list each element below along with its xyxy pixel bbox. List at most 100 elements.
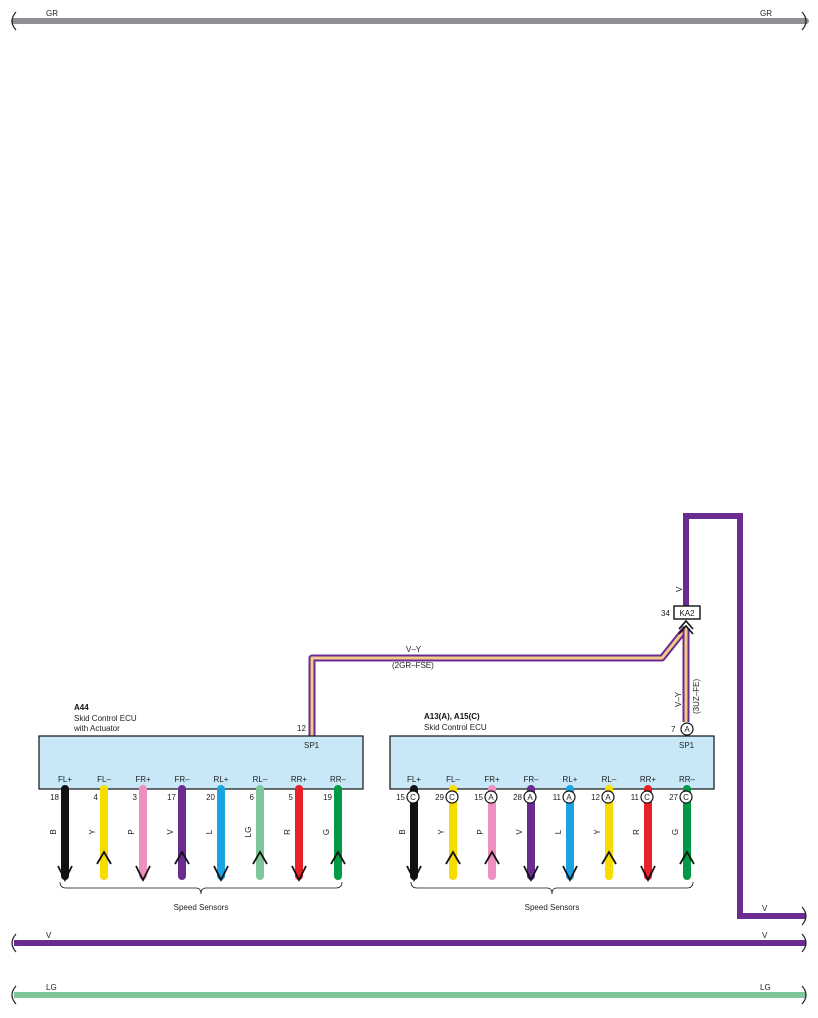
terminal-label: RL+	[563, 775, 578, 784]
right-ecu-footer: Speed Sensors	[525, 903, 580, 912]
arrow-down-icon	[213, 865, 229, 883]
arrow-down-icon	[523, 865, 539, 883]
pin-number: 17	[167, 793, 176, 802]
connector-label: C	[644, 793, 650, 802]
arrow-up-icon	[330, 850, 346, 865]
left-ecu-sp1-label: SP1	[304, 741, 320, 750]
bus-end-left-icon	[11, 985, 17, 1005]
wire-color-code: LG	[244, 827, 253, 838]
terminal-label: RR+	[291, 775, 308, 784]
right-ecu-code: A13(A), A15(C)	[424, 712, 480, 721]
terminal-rl-minus: RL– 6LG	[244, 775, 268, 880]
connector-label: C	[683, 793, 689, 802]
wire-color-code: V	[166, 829, 175, 835]
pin-number: 12	[591, 793, 600, 802]
connector-label: C	[410, 793, 416, 802]
terminal-label: RL+	[214, 775, 229, 784]
vy-wire-label: V–Y	[406, 645, 422, 654]
right-brace-icon	[410, 881, 694, 895]
terminal-label: FL–	[446, 775, 460, 784]
bus-end-right-icon	[801, 906, 807, 926]
arrow-down-icon	[291, 865, 307, 883]
wire-color-code: P	[476, 829, 485, 834]
connector-icon	[523, 790, 537, 804]
pin-number: 27	[669, 793, 678, 802]
terminal-label: RL–	[602, 775, 617, 784]
wire-color-code: L	[205, 829, 214, 834]
terminal-label: FL+	[407, 775, 421, 784]
left-ecu-code: A44	[74, 703, 89, 712]
left-ecu-name: Skid Control ECU	[74, 714, 137, 723]
connector-icon	[679, 790, 693, 804]
arrow-up-icon	[601, 850, 617, 865]
connector-icon	[445, 790, 459, 804]
junction-ka2: KA2 34 V	[661, 586, 701, 620]
left-brace-icon	[59, 881, 343, 895]
wire-color-code: R	[283, 829, 292, 835]
vy-right-note: (3UZ–FE)	[692, 679, 701, 714]
left-ecu-footer: Speed Sensors	[174, 903, 229, 912]
connector-icon	[406, 790, 420, 804]
arrow-down-icon	[640, 865, 656, 883]
wire-color-code: Y	[88, 829, 97, 835]
pin-number: 18	[50, 793, 59, 802]
gr-bus: GR GR	[11, 9, 809, 31]
gr-bus-left-label: GR	[46, 9, 58, 18]
pin-number: 11	[553, 793, 562, 802]
pin-number: 6	[250, 793, 255, 802]
pin-number: 28	[513, 793, 522, 802]
connector-label: A	[566, 793, 572, 802]
arrow-up-icon	[445, 850, 461, 865]
vy-right-label: V–Y	[674, 691, 683, 707]
junction-top-wire: V	[675, 586, 684, 592]
wire-color-code: Y	[593, 829, 602, 835]
left-ecu-name2: with Actuator	[73, 724, 120, 733]
terminal-label: FR+	[484, 775, 500, 784]
terminal-rr-minus: RR–19G	[322, 775, 347, 880]
left-ecu: A44 Skid Control ECU with Actuator 12 SP…	[38, 703, 364, 912]
terminal-rr-minus: RR– C 27G	[669, 775, 696, 880]
right-ecu-sp1-label: SP1	[679, 741, 695, 750]
terminal-label: RR+	[640, 775, 657, 784]
arrow-down-icon	[562, 865, 578, 883]
wire-color-code: Y	[437, 829, 446, 835]
bus-end-right-icon	[801, 933, 807, 953]
bus-end-left-icon	[11, 933, 17, 953]
wire-color-code: G	[671, 829, 680, 835]
terminal-fl-minus: FL–4Y	[88, 775, 112, 880]
pin-number: 20	[206, 793, 215, 802]
arrow-up-icon	[678, 619, 694, 630]
terminal-rl-plus: RL+ 20L	[205, 775, 229, 883]
arrow-up-icon	[174, 850, 190, 865]
arrow-down-icon	[57, 865, 73, 883]
wire-color-code: P	[127, 829, 136, 834]
left-ecu-sp1-pin: 12	[297, 724, 306, 733]
terminal-rr-plus: RR+5R	[283, 775, 308, 883]
arrow-down-icon	[406, 865, 422, 883]
bus-end-right-icon	[801, 11, 807, 31]
terminal-label: FR+	[135, 775, 151, 784]
terminal-label: FR–	[174, 775, 190, 784]
vy-wire-note: (2GR–FSE)	[392, 661, 434, 670]
terminal-label: RL–	[253, 775, 268, 784]
terminal-label: FL–	[97, 775, 111, 784]
terminal-label: RR–	[330, 775, 347, 784]
v-bus-upper-label: V	[762, 904, 768, 913]
arrow-up-icon	[96, 850, 112, 865]
v-bus-left-label: V	[46, 931, 52, 940]
arrow-up-icon	[484, 850, 500, 865]
terminal-fr-plus: FR+3P	[127, 775, 151, 883]
junction-pin: 34	[661, 609, 670, 618]
wire-color-code: B	[398, 829, 407, 834]
wire-color-code: L	[554, 829, 563, 834]
arrow-up-icon	[678, 624, 694, 635]
terminal-label: RR–	[679, 775, 696, 784]
right-ecu-name: Skid Control ECU	[424, 723, 487, 732]
bus-end-left-icon	[11, 11, 17, 31]
terminal-fr-minus: FR– 17V	[166, 775, 190, 880]
